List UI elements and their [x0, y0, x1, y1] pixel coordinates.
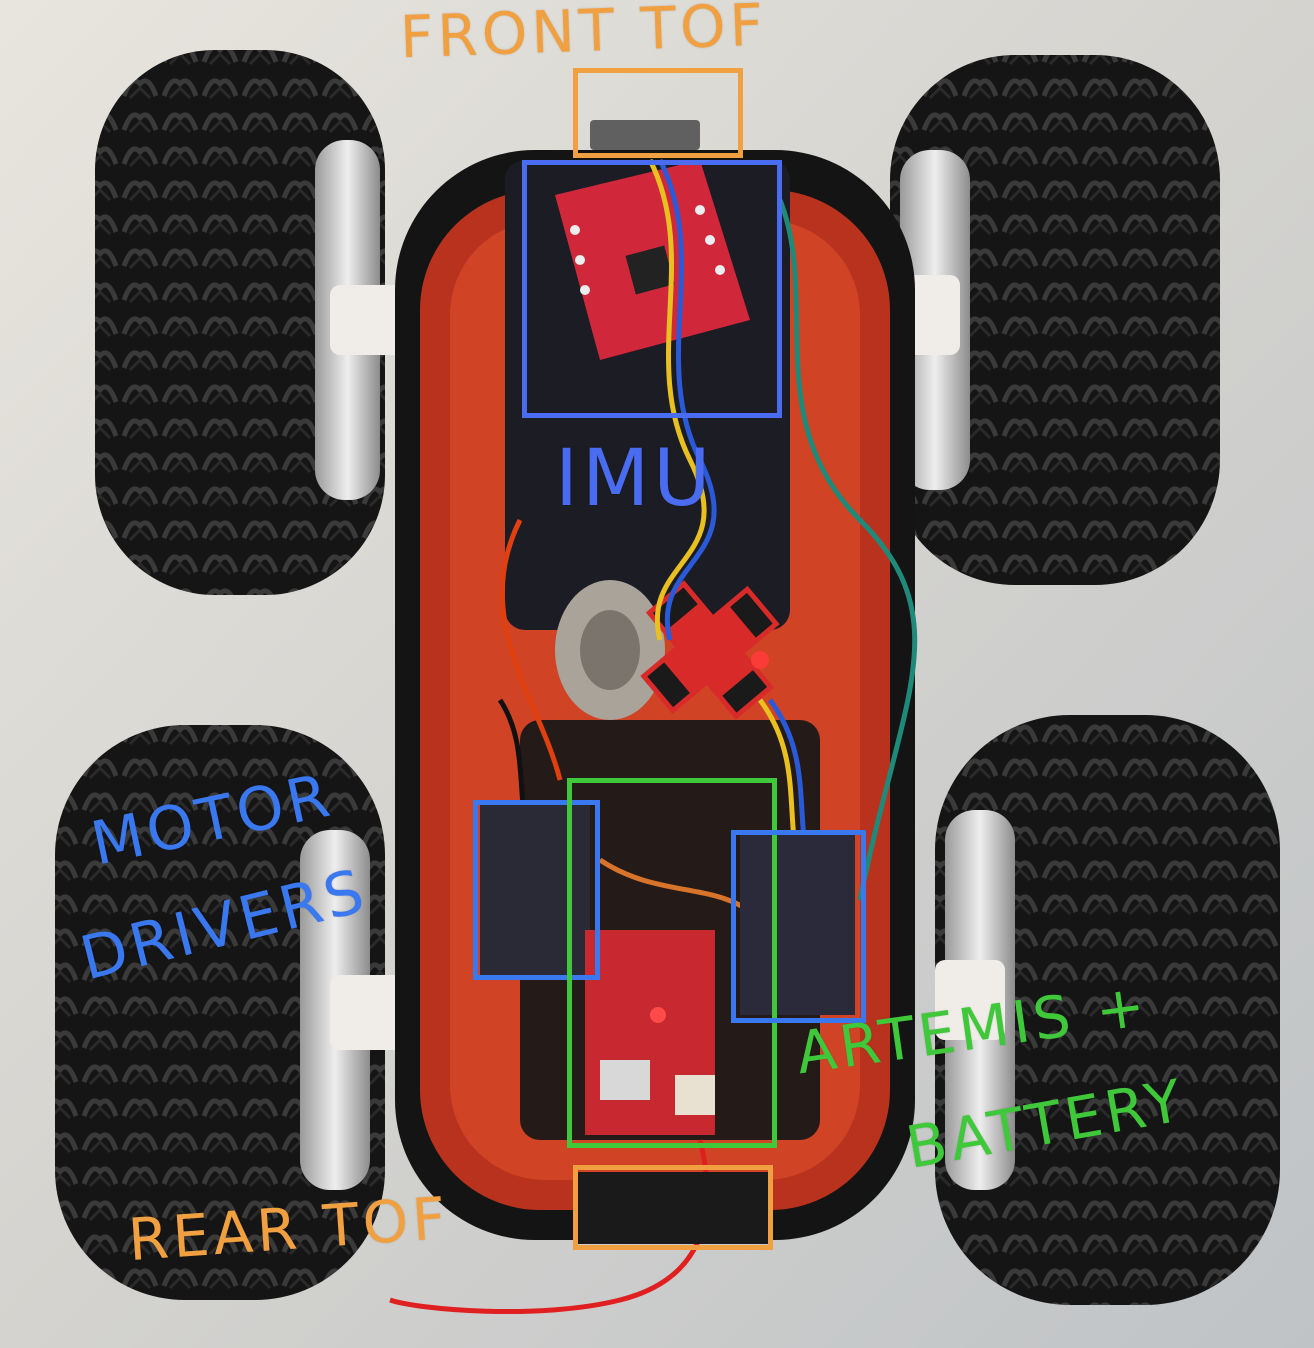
motor-driver-left-box: [473, 800, 600, 980]
imu-board: [555, 160, 750, 360]
front-tof-sensor: [590, 120, 700, 150]
imu-label: IMU: [555, 434, 715, 524]
status-led: [751, 651, 769, 669]
motor-driver-right-box: [731, 830, 866, 1023]
wheel-rear-left: [55, 725, 410, 1300]
front-tof-box: [573, 68, 743, 158]
motor-driver-right: [740, 835, 855, 1015]
rear-tof-sensor: [578, 1172, 768, 1244]
qwiic-multiport: [640, 580, 780, 720]
wheel-rear-right: [935, 715, 1280, 1305]
rear-tof-box: [573, 1165, 773, 1250]
imu-box: [522, 160, 782, 418]
front-tof-label: FRONT TOF: [398, 0, 769, 72]
wheel-front-right: [890, 55, 1220, 585]
artemis-board: [585, 930, 715, 1135]
artemis-battery-box: [567, 778, 777, 1148]
wheel-front-left: [95, 50, 410, 595]
